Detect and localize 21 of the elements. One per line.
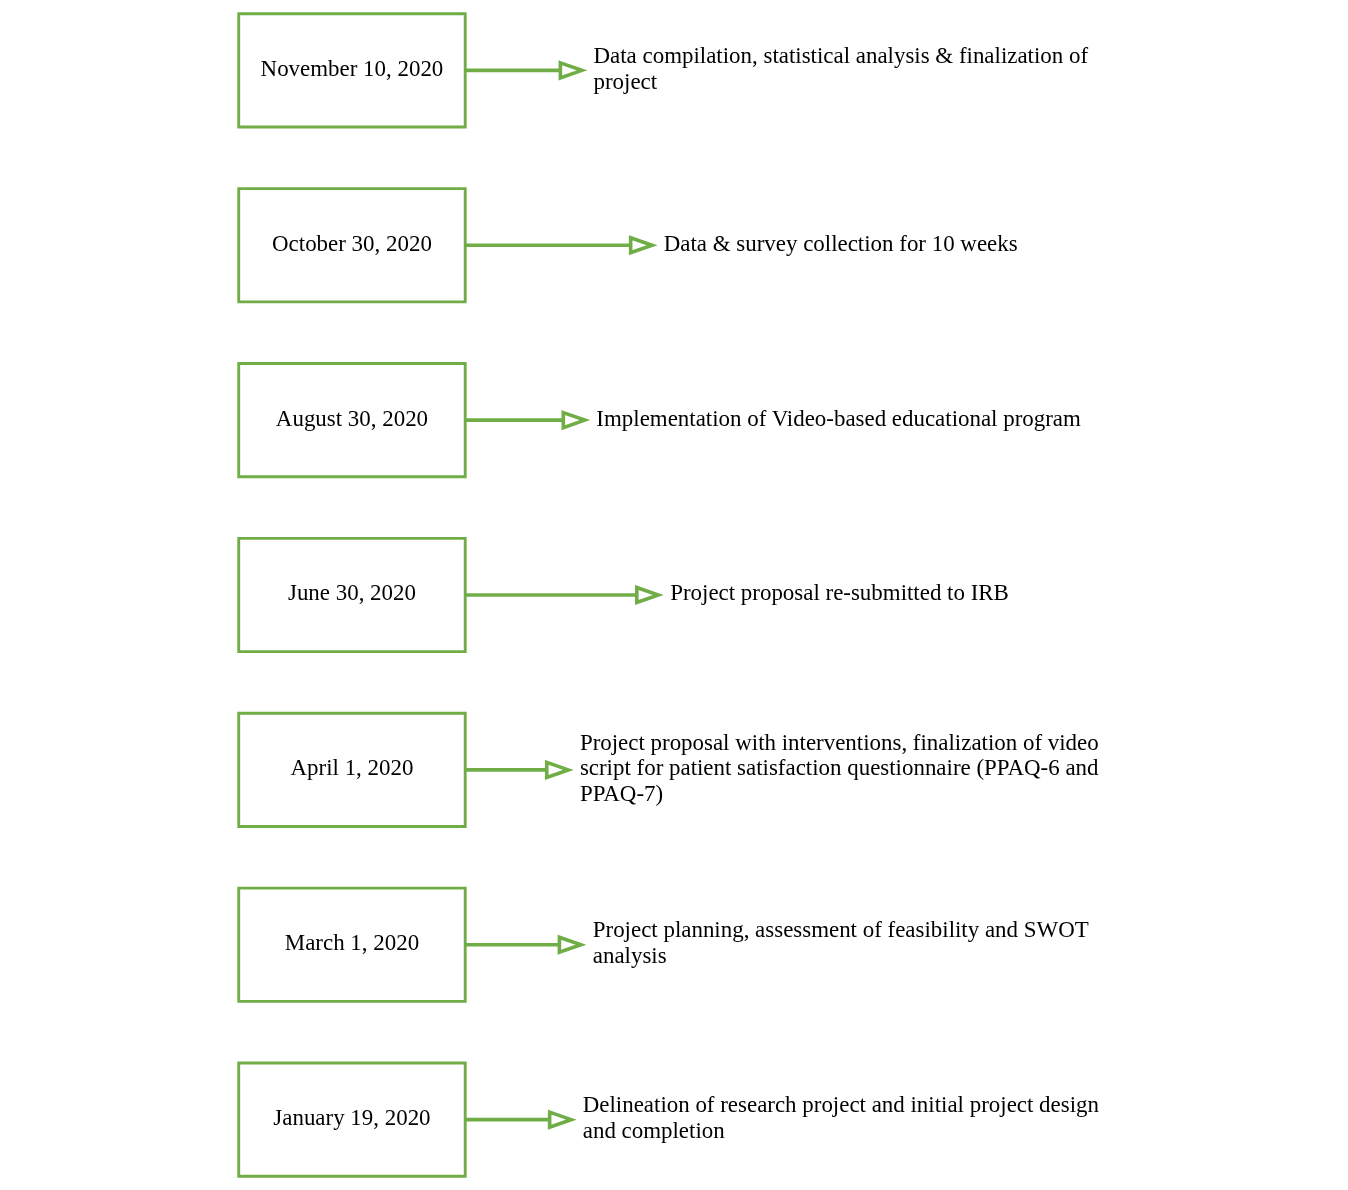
node-box: March 1, 2020 [236,886,467,1003]
node-box: April 1, 2020 [236,711,467,828]
node-box: June 30, 2020 [236,536,467,654]
node-text: Project proposal re-submitted to IRB [669,580,1009,606]
arrow [465,759,574,780]
node-text: Delineation of research project and initial project design and completion [582,1092,1099,1143]
arrow [465,1109,577,1130]
node-text: Project planning, assessment of feasibility and SWOT analysis [592,917,1089,969]
node-text: Implementation of Video-based educational program [595,405,1081,431]
node-text: Data compilation, statistical analysis & finalization of project [593,42,1088,94]
arrow [465,934,586,955]
node-box: October 30, 2020 [236,187,467,304]
node-box: November 10, 2020 [236,12,467,129]
node-text: Data & survey collection for 10 weeks [663,230,1018,256]
node-box: January 19, 2020 [236,1061,467,1178]
arrow [465,235,658,256]
arrow [465,584,664,606]
node-box: August 30, 2020 [236,362,467,479]
arrow [465,60,587,81]
node-text: Project proposal with interventions, finalization of video script for patient satisfaction questionnaire (PPAQ-6 and PPAQ-7) [579,729,1099,807]
arrow [465,410,590,431]
